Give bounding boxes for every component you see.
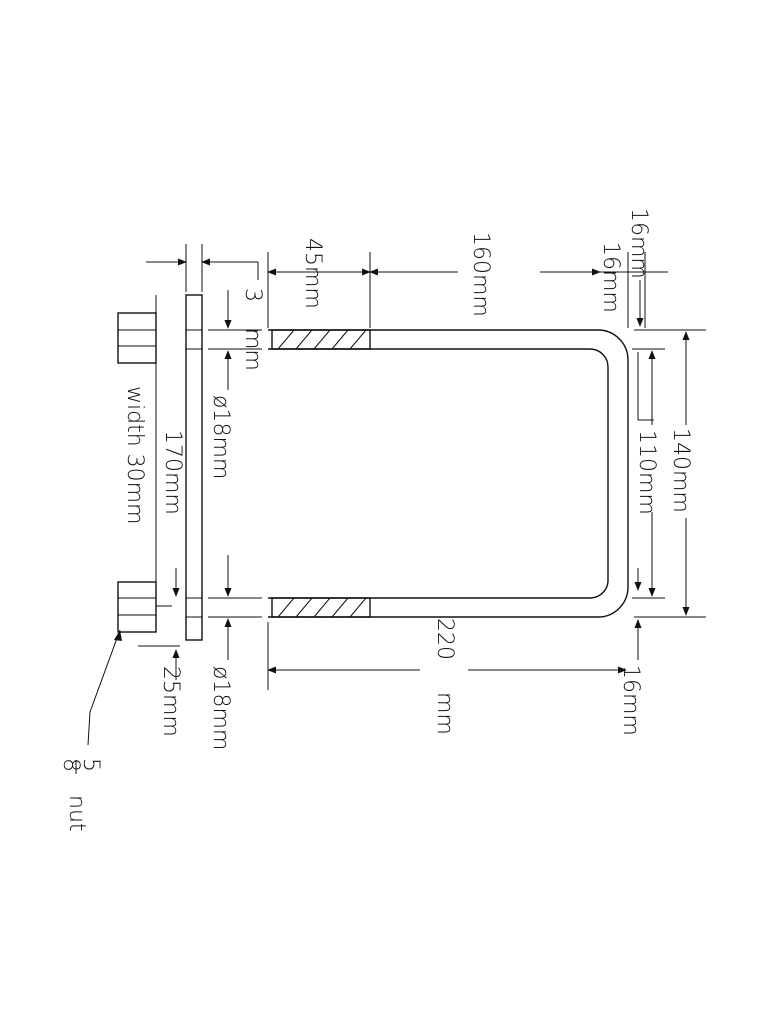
nut-fraction-top: 5 <box>78 758 103 772</box>
dim-right-140: 140mm <box>668 428 693 513</box>
dim-dia-upper: ø18mm <box>208 395 233 479</box>
right-dimensions <box>632 329 706 660</box>
bottom-dimension <box>267 622 627 690</box>
u-bolt-upper-leg <box>268 329 629 361</box>
dim-width-30: width 30mm <box>122 386 147 525</box>
dim-dia-lower: ø18mm <box>208 666 233 750</box>
u-bolt-lower-leg <box>268 587 629 618</box>
dim-top-160: 160mm <box>468 232 493 317</box>
thread-lower <box>271 597 371 618</box>
dim-right-16: 16mm <box>618 665 643 736</box>
left-dimensions <box>87 295 180 746</box>
dim-top-45: 45mm <box>300 238 325 309</box>
dim-top-16a: 16mm <box>626 208 651 279</box>
nut-lower <box>117 581 157 633</box>
dim-len-170: 170mm <box>160 430 185 515</box>
dim-len-220: 220 <box>432 618 457 660</box>
plate <box>185 294 203 641</box>
thread-upper <box>271 329 371 350</box>
dim-top-3: 3 <box>240 288 265 302</box>
nut-label: nut <box>64 795 89 832</box>
dim-len-220-unit: mm <box>432 692 457 735</box>
nut-upper <box>117 312 157 364</box>
dim-top-16b: 16mm <box>598 242 623 313</box>
dim-len-25: 25mm <box>158 666 183 737</box>
diameter-dims <box>208 290 262 660</box>
nut-fraction-bottom: 8 <box>58 758 83 772</box>
top-dimensions <box>146 244 668 328</box>
u-bolt <box>268 329 629 618</box>
dim-right-110: 110mm <box>634 430 659 515</box>
